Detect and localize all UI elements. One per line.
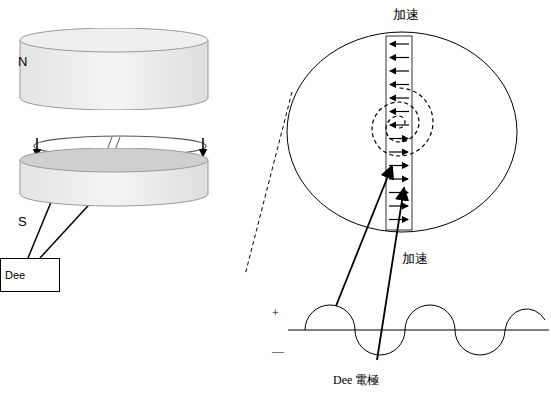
node-text: S xyxy=(18,214,27,229)
cylinder-shape xyxy=(18,28,210,110)
cylinder-shape xyxy=(18,148,210,232)
dee-lead xyxy=(336,166,392,306)
accel-arrow xyxy=(389,165,408,166)
zoom-line xyxy=(245,92,292,275)
field-arrow xyxy=(202,138,204,156)
cylinder-top xyxy=(20,148,208,172)
magnet-pole: S xyxy=(18,148,210,232)
spiral-orbit xyxy=(372,88,433,156)
magnet-pole: N xyxy=(18,28,210,110)
field-arrows xyxy=(389,44,409,220)
accel-arrow xyxy=(389,192,408,193)
gap-strip xyxy=(386,36,412,230)
text-label: 加速 xyxy=(401,250,429,268)
text-label: Dee 電極 xyxy=(332,372,380,389)
axis xyxy=(288,330,549,331)
accel-arrow xyxy=(390,111,409,112)
text-label: — xyxy=(271,344,285,359)
voltage-wave xyxy=(305,305,545,355)
accel-arrow xyxy=(390,84,409,85)
dee-lead xyxy=(377,188,404,360)
cylinder-top xyxy=(20,28,208,52)
accel-arrow xyxy=(390,97,409,98)
node-text: Dee xyxy=(5,269,25,281)
label-box: Dee xyxy=(0,258,60,292)
accel-arrow xyxy=(390,124,409,125)
accel-arrow xyxy=(389,151,408,152)
accel-arrow xyxy=(389,205,408,206)
spiral-path xyxy=(372,88,433,156)
accel-arrow xyxy=(389,178,408,179)
accel-arrow xyxy=(390,43,409,44)
text-label: + xyxy=(271,306,280,321)
node-text: N xyxy=(18,54,27,69)
accel-arrow xyxy=(390,57,409,58)
accel-arrow xyxy=(390,70,409,71)
accel-arrow xyxy=(389,138,408,139)
text-label: 加速 xyxy=(392,6,420,24)
